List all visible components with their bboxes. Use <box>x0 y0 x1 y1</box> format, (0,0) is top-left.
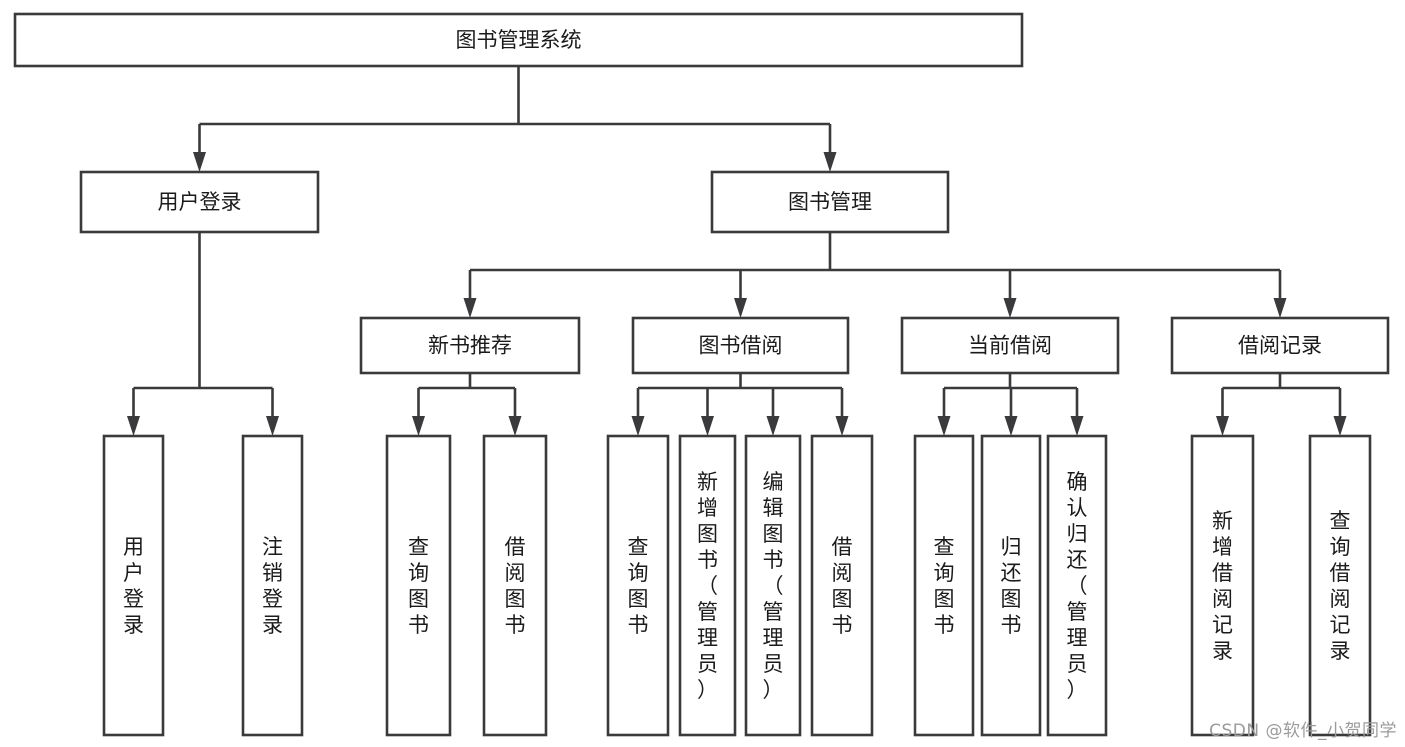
arrow-head-icon <box>823 152 837 172</box>
node-label: 新增图书（管理员） <box>697 470 718 702</box>
node-box <box>385 434 452 737</box>
arrow-head-icon <box>1003 298 1017 318</box>
node-leaf-return-book[interactable]: 归还图书 <box>980 434 1042 737</box>
node-user-login[interactable]: 用户登录 <box>79 170 320 234</box>
node-leaf-query-book-borrow[interactable]: 查询图书 <box>606 434 670 737</box>
node-label: 用户登录 <box>123 535 144 637</box>
arrow-head-icon <box>835 416 849 436</box>
node-box <box>710 170 950 234</box>
node-label: 查询借阅记录 <box>1330 509 1351 663</box>
node-box <box>241 434 304 737</box>
arrow-head-icon <box>193 152 206 172</box>
node-label: 归还图书 <box>1001 535 1022 637</box>
arrow-head-icon <box>127 416 140 436</box>
node-box <box>102 434 165 737</box>
node-borrow-record[interactable]: 借阅记录 <box>1170 316 1390 375</box>
node-leaf-add-book-admin[interactable]: 新增图书（管理员） <box>678 434 737 737</box>
node-box <box>359 316 581 375</box>
node-box <box>1170 316 1390 375</box>
node-label: 图书管理系统 <box>456 28 582 52</box>
node-leaf-user-logout[interactable]: 注销登录 <box>241 434 304 737</box>
arrow-head-icon <box>734 298 747 318</box>
node-leaf-user-login[interactable]: 用户登录 <box>102 434 165 737</box>
arrow-head-icon <box>508 416 522 436</box>
arrow-head-icon <box>1216 416 1229 436</box>
arrow-head-icon <box>701 416 714 436</box>
node-box <box>1308 434 1372 737</box>
node-label: 注销登录 <box>262 535 283 637</box>
node-new-book-rec[interactable]: 新书推荐 <box>359 316 581 375</box>
arrow-head-icon <box>1070 416 1084 436</box>
node-box <box>606 434 670 737</box>
node-label: 当前借阅 <box>968 334 1052 358</box>
node-leaf-borrow-book-rec[interactable]: 借阅图书 <box>482 434 548 737</box>
node-book-borrow[interactable]: 图书借阅 <box>631 316 850 375</box>
connectors-layer <box>127 66 1347 436</box>
node-label: 查询图书 <box>408 535 429 637</box>
node-box <box>482 434 548 737</box>
node-leaf-confirm-return-admin[interactable]: 确认归还（管理员） <box>1046 434 1108 737</box>
node-leaf-borrow-book[interactable]: 借阅图书 <box>810 434 874 737</box>
arrow-head-icon <box>463 298 477 318</box>
node-box <box>79 170 320 234</box>
node-box <box>631 316 850 375</box>
node-label: 借阅记录 <box>1238 334 1322 358</box>
node-label: 图书管理 <box>788 190 872 214</box>
node-label: 新书推荐 <box>428 334 512 358</box>
node-box <box>980 434 1042 737</box>
node-leaf-query-book-rec[interactable]: 查询图书 <box>385 434 452 737</box>
arrow-head-icon <box>1004 416 1018 436</box>
node-box <box>13 12 1024 68</box>
node-label: 查询图书 <box>628 535 649 637</box>
node-box <box>900 316 1120 375</box>
node-leaf-query-borrow-record[interactable]: 查询借阅记录 <box>1308 434 1372 737</box>
watermark-label: CSDN @软件_小贺同学 <box>1209 721 1397 741</box>
arrow-head-icon <box>766 416 780 436</box>
node-box <box>810 434 874 737</box>
node-leaf-query-book-cur[interactable]: 查询图书 <box>913 434 975 737</box>
node-root[interactable]: 图书管理系统 <box>13 12 1024 68</box>
nodes-layer: 图书管理系统用户登录图书管理新书推荐图书借阅当前借阅借阅记录用户登录注销登录查询… <box>13 12 1390 737</box>
node-leaf-edit-book-admin[interactable]: 编辑图书（管理员） <box>744 434 802 737</box>
node-book-manage[interactable]: 图书管理 <box>710 170 950 234</box>
node-label: 确认归还（管理员） <box>1067 470 1088 702</box>
node-leaf-add-borrow-record[interactable]: 新增借阅记录 <box>1190 434 1255 737</box>
arrow-head-icon <box>1273 298 1287 318</box>
arrow-head-icon <box>1333 416 1347 436</box>
node-label: 借阅图书 <box>832 535 853 637</box>
node-label: 图书借阅 <box>699 334 783 358</box>
node-box <box>744 434 802 737</box>
arrow-head-icon <box>631 416 645 436</box>
node-current-borrow[interactable]: 当前借阅 <box>900 316 1120 375</box>
node-box <box>913 434 975 737</box>
node-box <box>1190 434 1255 737</box>
node-label: 用户登录 <box>158 190 242 214</box>
arrow-head-icon <box>937 416 951 436</box>
arrow-head-icon <box>412 416 425 436</box>
node-box <box>1046 434 1108 737</box>
arrow-head-icon <box>266 416 279 436</box>
node-label: 编辑图书（管理员） <box>763 470 784 702</box>
node-label: 查询图书 <box>934 535 955 637</box>
node-label: 新增借阅记录 <box>1212 509 1233 663</box>
node-box <box>678 434 737 737</box>
node-label: 借阅图书 <box>505 535 526 637</box>
